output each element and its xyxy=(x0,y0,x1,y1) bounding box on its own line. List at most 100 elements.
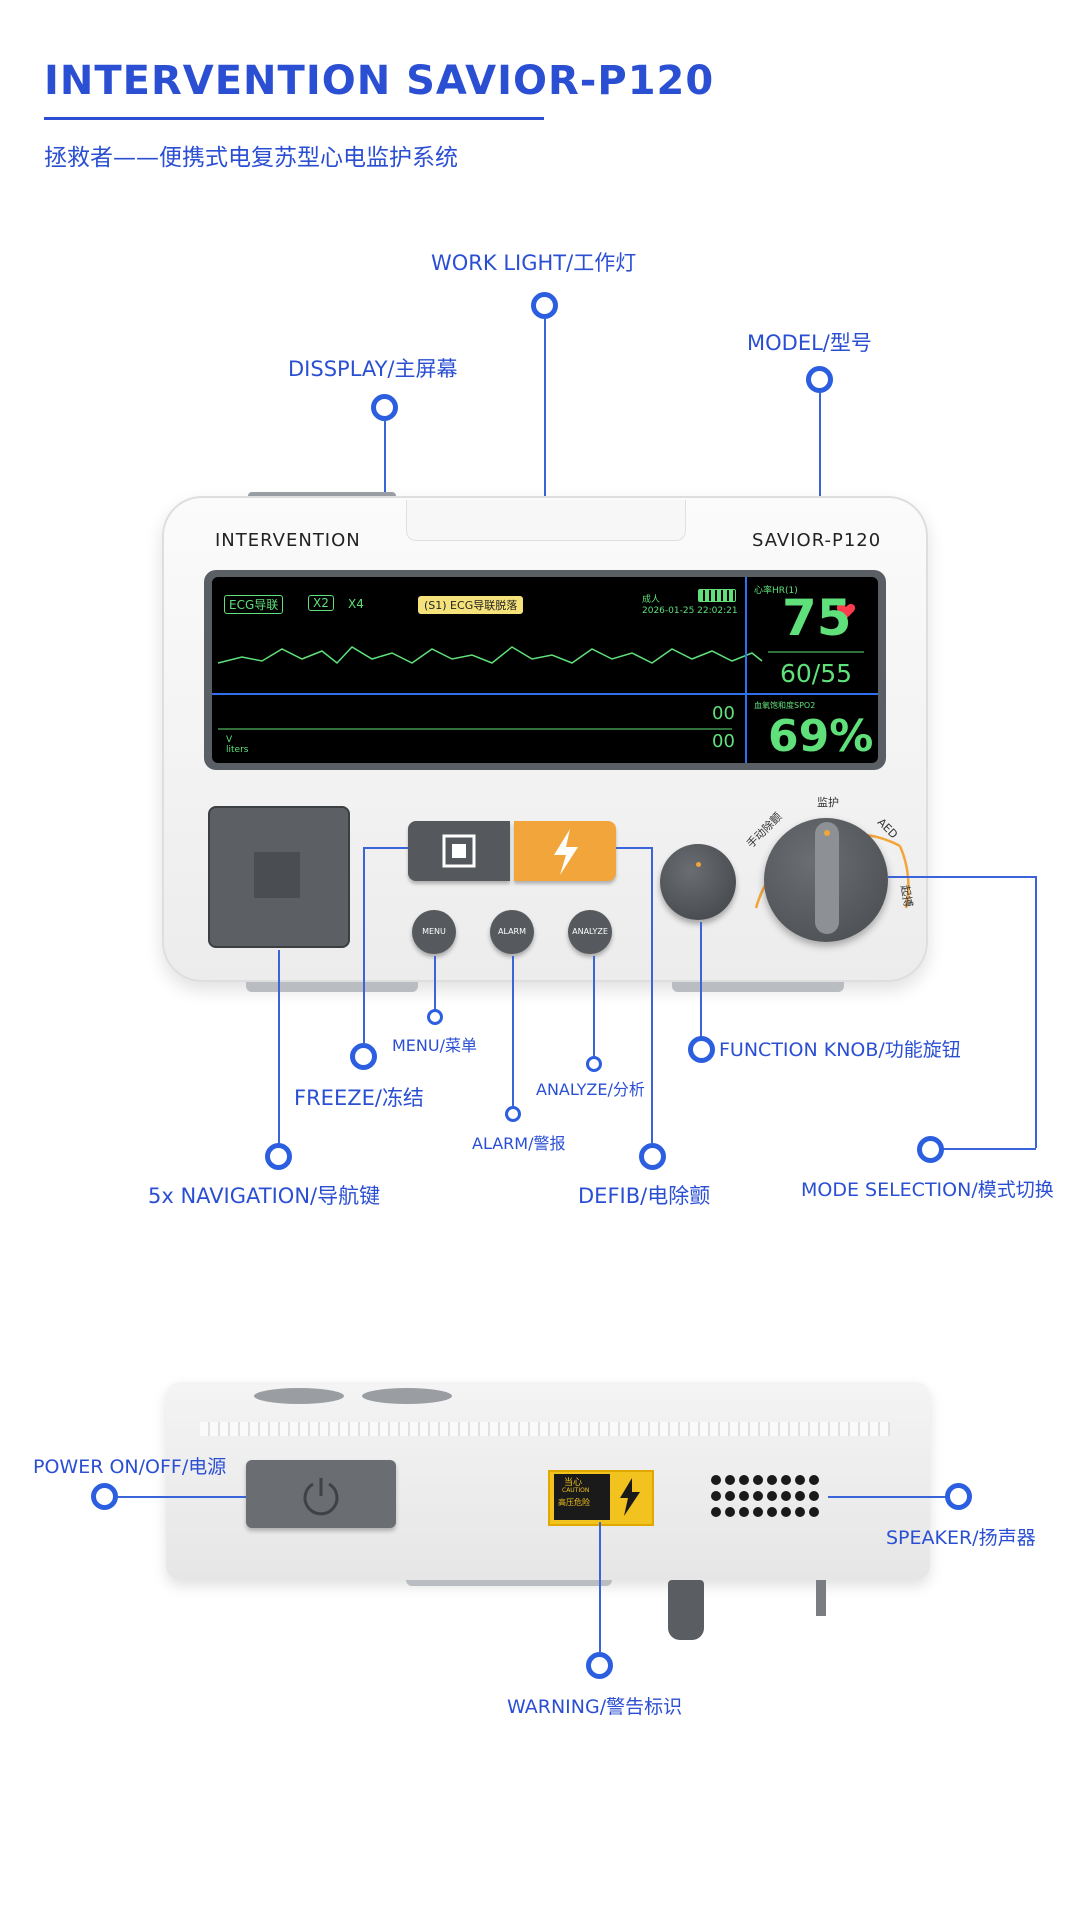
power-icon xyxy=(303,1478,339,1516)
device-foot xyxy=(246,982,418,992)
leader-line xyxy=(819,392,821,516)
power-button[interactable] xyxy=(246,1460,396,1528)
label-display: DISSPLAY/主屏幕 xyxy=(288,357,458,381)
spo2-value: 69% xyxy=(768,711,874,762)
callout-dot-analyze xyxy=(586,1056,602,1072)
label-function-knob: FUNCTION KNOB/功能旋钮 xyxy=(719,1039,961,1061)
function-knob[interactable] xyxy=(660,844,736,920)
speed-label: X4 xyxy=(348,597,364,611)
callout-dot-function-knob xyxy=(688,1036,715,1063)
callout-dot-work-light xyxy=(531,292,558,319)
callout-dot-power xyxy=(91,1483,118,1510)
page-title: INTERVENTION SAVIOR-P120 xyxy=(44,58,715,104)
callout-dot-warning xyxy=(586,1652,613,1679)
label-analyze: ANALYZE/分析 xyxy=(536,1080,645,1099)
spo2-label: 血氧饱和度SPO2 xyxy=(754,701,816,710)
leader-line xyxy=(616,847,652,849)
callout-dot-mode-selection xyxy=(917,1136,944,1163)
waveform-area xyxy=(212,577,878,763)
leader-line xyxy=(544,318,546,518)
leader-line xyxy=(1035,876,1037,1148)
side-vent-strip xyxy=(200,1422,890,1436)
callout-dot-freeze xyxy=(350,1043,377,1070)
label-defib: DEFIB/电除颤 xyxy=(578,1184,711,1208)
label-work-light: WORK LIGHT/工作灯 xyxy=(431,251,637,275)
alert-banner: (S1) ECG导联脱落 xyxy=(418,596,524,614)
page-subtitle: 拯救者——便携式电复苏型心电监护系统 xyxy=(44,145,458,171)
callout-dot-speaker xyxy=(945,1483,972,1510)
warning-text-panel xyxy=(554,1474,610,1520)
ecg-waveform xyxy=(217,646,763,665)
leader-line xyxy=(828,1496,948,1498)
speaker-grille xyxy=(711,1475,819,1517)
callout-dot-model xyxy=(806,366,833,393)
mode-indicator-dot xyxy=(824,830,830,836)
warning-line1: 当心 xyxy=(564,1478,583,1488)
leader-line xyxy=(434,956,436,1016)
leader-line xyxy=(593,956,595,1056)
bp-value: 60/55 xyxy=(780,659,853,688)
leader-line xyxy=(651,847,653,1143)
cable-connector xyxy=(668,1580,704,1640)
warning-label: 当心 CAUTION 高压危险 xyxy=(548,1470,654,1526)
side-post xyxy=(816,1580,826,1616)
leader-line xyxy=(700,922,702,1042)
mode-knob-handle[interactable] xyxy=(815,822,839,934)
knob-label-monitor: 监护 xyxy=(817,796,839,809)
alarm-button[interactable]: ALARM xyxy=(490,910,534,954)
defib-button[interactable] xyxy=(514,821,616,881)
high-voltage-icon xyxy=(620,1478,640,1516)
label-alarm: ALARM/警报 xyxy=(472,1134,566,1153)
side-knob-top xyxy=(254,1388,344,1404)
callout-dot-display xyxy=(371,394,398,421)
side-knob-top xyxy=(362,1388,452,1404)
work-light xyxy=(406,500,686,541)
freeze-button[interactable] xyxy=(408,821,510,881)
callout-dot-defib xyxy=(639,1143,666,1170)
warning-line2: CAUTION xyxy=(562,1487,590,1494)
title-underline xyxy=(44,117,544,120)
navigation-center-key[interactable] xyxy=(254,852,300,898)
freeze-icon xyxy=(442,834,476,868)
menu-button[interactable]: MENU xyxy=(412,910,456,954)
unit-liters: liters xyxy=(226,745,249,755)
leader-line xyxy=(363,847,365,1043)
device-foot xyxy=(406,1580,612,1586)
leader-line xyxy=(942,1148,1036,1150)
leader-line xyxy=(363,847,408,849)
gain-tag: X2 xyxy=(308,595,334,611)
ecg-lead-tag: ECG导联 xyxy=(224,595,284,614)
lightning-icon xyxy=(554,829,578,875)
label-speaker: SPEAKER/扬声器 xyxy=(886,1527,1036,1549)
leader-line xyxy=(888,876,1036,878)
callout-dot-menu xyxy=(427,1009,443,1025)
resp-bottom-value: 00 xyxy=(712,731,735,752)
resp-top-value: 00 xyxy=(712,703,735,724)
hr-value: 75 xyxy=(782,589,852,647)
label-mode-selection: MODE SELECTION/模式切换 xyxy=(801,1179,1054,1201)
unit-v: V xyxy=(226,735,233,745)
display-screen: ECG导联 X2 X4 (S1) ECG导联脱落 成人 2026-01-25 2… xyxy=(212,577,878,763)
battery-icon xyxy=(698,589,736,602)
heart-icon xyxy=(836,604,856,619)
label-warning: WARNING/警告标识 xyxy=(507,1696,683,1718)
leader-line xyxy=(599,1522,601,1652)
device-brand: INTERVENTION xyxy=(215,530,361,551)
callout-dot-navigation xyxy=(265,1143,292,1170)
label-power: POWER ON/OFF/电源 xyxy=(33,1456,227,1478)
label-menu: MENU/菜单 xyxy=(392,1036,477,1055)
device-model: SAVIOR-P120 xyxy=(752,530,882,551)
label-freeze: FREEZE/冻结 xyxy=(294,1086,424,1110)
knob-indicator-dot xyxy=(696,862,701,867)
datetime: 2026-01-25 22:02:21 xyxy=(642,606,738,616)
patient-type: 成人 xyxy=(642,595,661,605)
warning-line3: 高压危险 xyxy=(558,1498,590,1507)
analyze-button[interactable]: ANALYZE xyxy=(568,910,612,954)
callout-dot-alarm xyxy=(505,1106,521,1122)
device-foot xyxy=(672,982,844,992)
leader-line xyxy=(118,1496,246,1498)
leader-line xyxy=(278,950,280,1146)
label-model: MODEL/型号 xyxy=(747,331,872,355)
leader-line xyxy=(512,956,514,1106)
label-navigation: 5x NAVIGATION/导航键 xyxy=(148,1184,381,1208)
